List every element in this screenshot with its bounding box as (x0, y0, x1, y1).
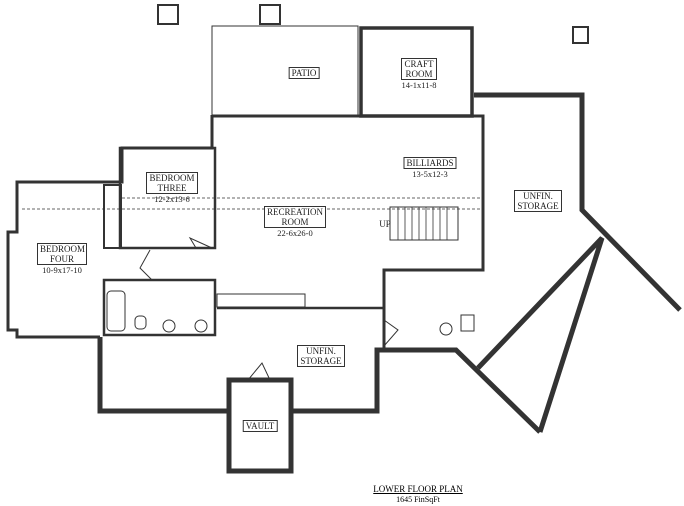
stairs-up-label: UP (379, 219, 391, 229)
toilet (134, 315, 147, 330)
vault-door (247, 362, 271, 381)
beam-lines (22, 197, 483, 210)
room-name: BEDROOM FOUR (37, 243, 87, 265)
bathtub (106, 290, 126, 332)
column-2 (259, 4, 281, 25)
room-name: BEDROOM THREE (146, 172, 198, 194)
bath-door (139, 249, 153, 281)
furnace (460, 314, 475, 332)
bar-counter (216, 293, 306, 308)
room-name: RECREATION ROOM (264, 206, 326, 228)
bathroom-walls (102, 278, 217, 337)
lower-wall (97, 337, 228, 414)
walls (6, 4, 682, 474)
room-name: UNFIN. STORAGE (514, 190, 562, 212)
closet (103, 184, 122, 249)
column-3 (572, 26, 589, 44)
storage-inner-wall (476, 236, 605, 433)
storage-door (383, 319, 399, 347)
rec-top-wall (212, 114, 485, 348)
room-name: VAULT (242, 420, 278, 432)
sink-1 (162, 319, 176, 333)
plan-area: 1645 FinSqFt (396, 495, 440, 504)
room-label-patio: PATIO (288, 67, 320, 79)
room-dims: 13-5x12-3 (412, 169, 448, 179)
vault-walls (226, 377, 294, 474)
lower-wall-right (292, 347, 542, 434)
room-dims: 22-6x26-0 (277, 228, 313, 238)
column-1 (157, 4, 179, 25)
storage-outer-wall (474, 92, 682, 312)
room-name: PATIO (288, 67, 320, 79)
room-name: UNFIN. STORAGE (297, 345, 345, 367)
room-label-unfin-storage-right: UNFIN. STORAGE (514, 190, 562, 212)
bedroom-door (188, 236, 213, 249)
patio-outline (211, 25, 359, 116)
room-label-unfin-storage-lower: UNFIN. STORAGE (297, 345, 345, 367)
room-dims: 12-2x13-6 (154, 194, 190, 204)
room-label-vault: VAULT (242, 420, 278, 432)
room-name: CRAFT ROOM (401, 58, 437, 80)
room-dims: 10-9x17-10 (42, 265, 82, 275)
water-heater (439, 322, 453, 336)
stairs (389, 206, 459, 241)
room-dims: 14-1x11-8 (401, 80, 437, 90)
plan-title: LOWER FLOOR PLAN (373, 484, 463, 494)
room-name: BILLIARDS (403, 157, 457, 169)
stair-treads (397, 207, 448, 240)
sink-2 (194, 319, 208, 333)
